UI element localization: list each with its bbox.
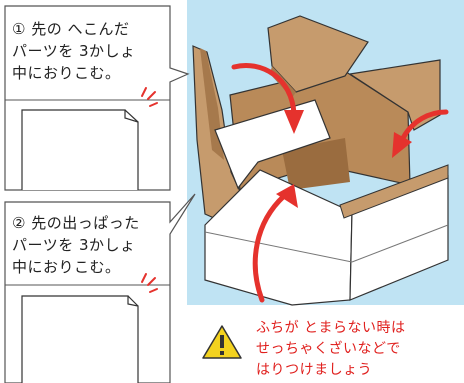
callout-step2	[4, 193, 196, 383]
step2-text: 先の出っぱった パーツを 3かしょ 中におりこむ。	[12, 214, 140, 276]
arrow-top	[231, 63, 297, 117]
warning-triangle-icon	[202, 325, 242, 359]
box-illustration	[192, 15, 449, 306]
step2-number: ②	[12, 214, 26, 232]
inner-white-panel	[214, 99, 331, 190]
arrow-heads	[276, 110, 412, 208]
arrow-bottom	[252, 193, 287, 303]
emphasis-marks-2	[141, 273, 158, 293]
arrow-right-head	[392, 132, 412, 158]
arrow-top-head	[284, 110, 304, 134]
step1-number: ①	[12, 20, 26, 38]
warning-text: ふちが とまらない時は せっちゃくざいなどで はりつけましょう	[256, 320, 406, 378]
inner-shadow	[282, 138, 350, 190]
arrow-right	[399, 109, 449, 143]
callout-step1	[4, 5, 190, 191]
step1-text: 先の へこんだ パーツを 3かしょ 中におりこむ。	[12, 20, 136, 82]
flap-detail-1	[21, 109, 139, 190]
fold-arrows	[231, 63, 449, 303]
step1-instruction: ① 先の へこんだ パーツを 3かしょ 中におりこむ。	[12, 18, 136, 84]
arrow-bottom-head	[276, 184, 298, 208]
flap-detail-1-bend	[124, 109, 139, 123]
fold-line-2	[351, 224, 449, 263]
flap-detail-2	[21, 295, 139, 383]
front-rim	[339, 164, 449, 219]
right-cardboard-flap	[348, 59, 441, 131]
emphasis-marks-1	[141, 87, 158, 107]
step2-instruction: ② 先の出っぱった パーツを 3かしょ 中におりこむ。	[12, 212, 140, 278]
flap-detail-2-bend	[127, 295, 139, 307]
fold-line-1	[204, 231, 353, 263]
